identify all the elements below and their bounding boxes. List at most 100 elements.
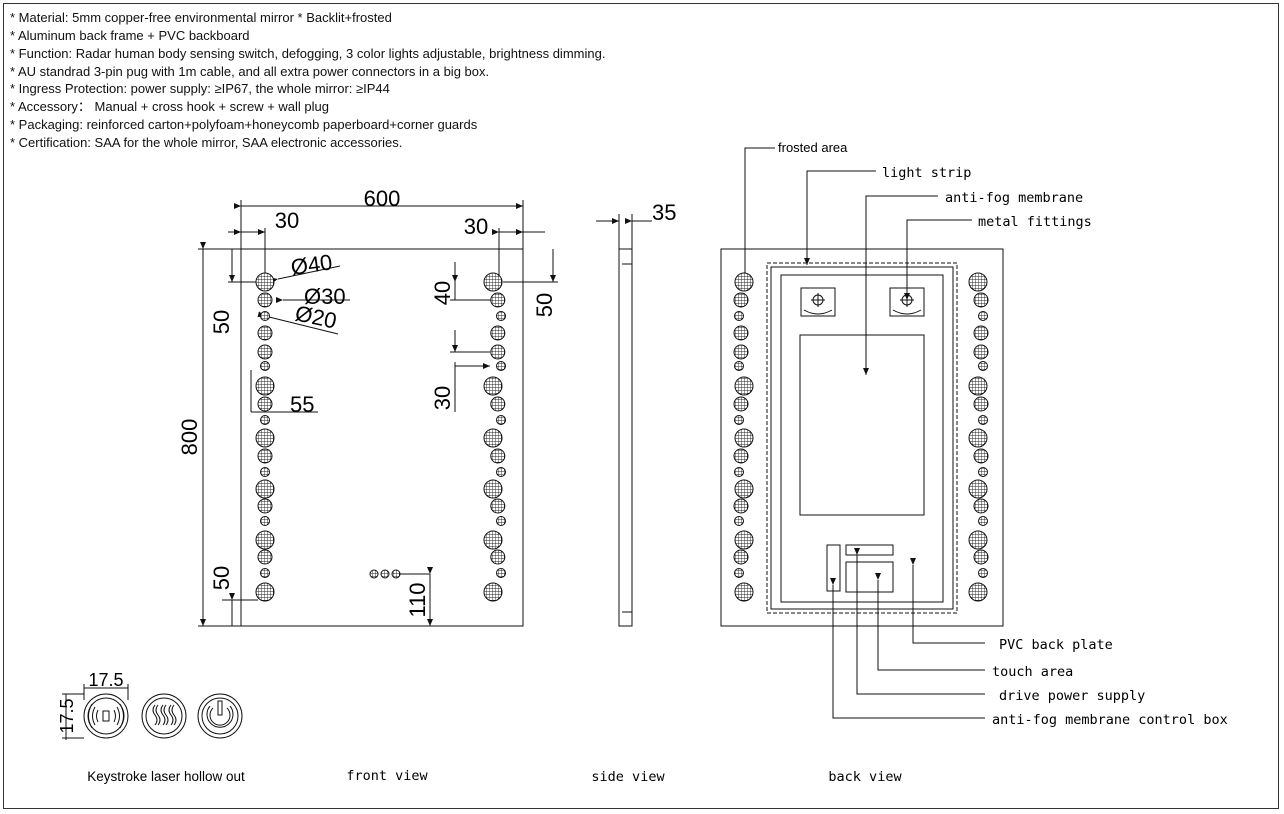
led-dot bbox=[257, 344, 273, 360]
led-dot bbox=[973, 344, 989, 360]
key-size-v-label: 17.5 bbox=[57, 698, 77, 733]
led-dot bbox=[978, 361, 988, 371]
led-dot bbox=[483, 479, 503, 499]
led-dot bbox=[257, 498, 273, 514]
led-dot bbox=[973, 448, 989, 464]
led-dot bbox=[496, 415, 506, 425]
led-dot bbox=[260, 361, 270, 371]
led-dot bbox=[490, 549, 506, 565]
keys-caption: Keystroke laser hollow out bbox=[87, 769, 245, 784]
screw-icon bbox=[811, 293, 825, 307]
front-led-dots bbox=[255, 272, 506, 602]
front-buttons bbox=[369, 569, 401, 579]
spec-line: * Material: 5mm copper-free environmenta… bbox=[10, 10, 392, 25]
led-dot bbox=[483, 428, 503, 448]
spec-line: * Ingress Protection: power supply: ≥IP6… bbox=[10, 81, 390, 96]
led-dot bbox=[978, 415, 988, 425]
label-frosted-area: frosted area bbox=[778, 140, 848, 155]
led-dot bbox=[734, 311, 744, 321]
label-anti-fog-control-box: anti-fog membrane control box bbox=[992, 712, 1228, 728]
led-dot bbox=[257, 448, 273, 464]
led-dot bbox=[733, 325, 749, 341]
led-dot bbox=[483, 582, 503, 602]
touch-area bbox=[845, 561, 894, 593]
led-dot bbox=[255, 376, 275, 396]
side-thickness-label: 35 bbox=[652, 200, 676, 225]
key-size-h-label: 17.5 bbox=[88, 670, 123, 690]
led-dot bbox=[490, 396, 506, 412]
power-icon bbox=[197, 693, 243, 739]
led-dot bbox=[968, 479, 988, 499]
led-dot bbox=[260, 311, 270, 321]
led-dot bbox=[496, 467, 506, 477]
frosted-area-boundary bbox=[766, 262, 958, 614]
led-dot bbox=[973, 325, 989, 341]
dim-margin-right-label: 30 bbox=[464, 214, 488, 239]
led-dot bbox=[978, 311, 988, 321]
light-strip bbox=[780, 274, 944, 603]
led-dot bbox=[733, 498, 749, 514]
led-dot bbox=[260, 516, 270, 526]
led-dot bbox=[973, 549, 989, 565]
label-anti-fog-membrane: anti-fog membrane bbox=[945, 190, 1083, 206]
led-dot bbox=[490, 344, 506, 360]
led-dot bbox=[255, 582, 275, 602]
front-view-caption: front view bbox=[346, 768, 428, 784]
dia-medium-label: Ø30 bbox=[304, 284, 346, 309]
led-dot bbox=[734, 582, 754, 602]
label-drive-power-supply: drive power supply bbox=[999, 688, 1145, 704]
led-dot bbox=[260, 467, 270, 477]
back-mirror-outline bbox=[720, 248, 1004, 627]
led-dot bbox=[973, 292, 989, 308]
label-touch-area: touch area bbox=[992, 664, 1073, 680]
led-dot bbox=[483, 530, 503, 550]
led-dot bbox=[734, 415, 744, 425]
radar-wave-icon bbox=[83, 693, 129, 739]
anti-fog-membrane bbox=[799, 334, 925, 516]
led-dot bbox=[733, 448, 749, 464]
side-view bbox=[596, 214, 652, 627]
back-view-caption: back view bbox=[828, 769, 902, 785]
led-dot bbox=[973, 498, 989, 514]
dim-width-label: 600 bbox=[364, 186, 401, 211]
key-icons bbox=[62, 684, 243, 740]
led-dot bbox=[968, 428, 988, 448]
led-dot bbox=[968, 376, 988, 396]
dim-right-offset-label: 50 bbox=[532, 293, 557, 317]
defog-icon bbox=[141, 693, 187, 739]
led-dot bbox=[973, 396, 989, 412]
anti-fog-control-box bbox=[826, 544, 841, 592]
led-dot bbox=[257, 325, 273, 341]
metal-fitting-left bbox=[800, 287, 836, 317]
led-dot bbox=[734, 428, 754, 448]
spec-line: * Aluminum back frame + PVC backboard bbox=[10, 28, 250, 43]
led-dot bbox=[496, 568, 506, 578]
led-dot bbox=[734, 361, 744, 371]
led-dot bbox=[978, 516, 988, 526]
led-dot bbox=[255, 479, 275, 499]
spec-line: * Certification: SAA for the whole mirro… bbox=[10, 135, 403, 150]
led-dot bbox=[968, 272, 988, 292]
front-view bbox=[198, 200, 558, 627]
led-dot bbox=[490, 448, 506, 464]
pvc-back-plate bbox=[770, 266, 954, 610]
led-dot bbox=[734, 568, 744, 578]
led-dot bbox=[490, 292, 506, 308]
led-dot bbox=[490, 325, 506, 341]
dim-spacing-30-label: 30 bbox=[430, 386, 455, 410]
led-dot bbox=[255, 530, 275, 550]
led-dot bbox=[483, 376, 503, 396]
button-dot bbox=[380, 569, 390, 579]
led-dot bbox=[257, 292, 273, 308]
front-mirror-outline bbox=[240, 248, 524, 627]
led-dot bbox=[968, 530, 988, 550]
spec-line: * AU standrad 3-pin pug with 1m cable, a… bbox=[10, 64, 490, 79]
label-metal-fittings: metal fittings bbox=[978, 214, 1092, 230]
side-profile bbox=[618, 248, 633, 627]
led-dot bbox=[483, 272, 503, 292]
led-dot bbox=[733, 549, 749, 565]
led-dot bbox=[734, 272, 754, 292]
dim-margin-left-label: 30 bbox=[275, 208, 299, 233]
